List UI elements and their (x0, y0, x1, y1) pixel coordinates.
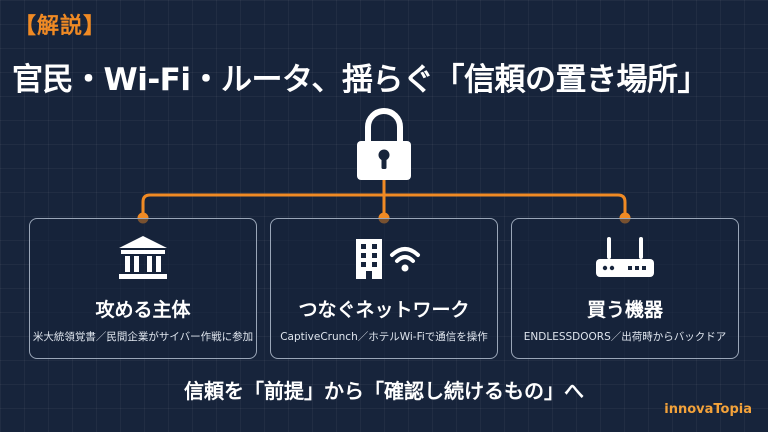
card-networks: つなぐネットワーク CaptiveCrunch／ホテルWi-Fiで通信を操作 (270, 218, 498, 359)
headline: 官民・Wi-Fi・ルータ、揺らぐ「信頼の置き場所」 (12, 62, 709, 98)
brand-logo: innovaTopia (664, 402, 752, 417)
card-description: CaptiveCrunch／ホテルWi-Fiで通信を操作 (280, 331, 488, 343)
card-description: 米大統領覚書／民間企業がサイバー作戦に参加 (32, 331, 254, 343)
summary-line: 信頼を「前提」から「確認し続けるもの」へ (184, 379, 584, 403)
connector-lines (137, 180, 631, 224)
card-description: ENDLESSDOORS／出荷時からバックドア (523, 331, 727, 343)
card-devices: 買う機器 ENDLESSDOORS／出荷時からバックドア (511, 218, 739, 359)
card-attackers: 攻める主体 米大統領覚書／民間企業がサイバー作戦に参加 (29, 218, 257, 359)
lock-icon (357, 108, 411, 180)
card-title: 攻める主体 (95, 299, 191, 321)
bank-building-icon (30, 233, 256, 281)
router-icon (512, 233, 738, 281)
section-tag: 【解説】 (14, 14, 107, 39)
building-wifi-icon (271, 233, 497, 281)
card-title: つなぐネットワーク (298, 299, 470, 321)
card-title: 買う機器 (586, 299, 663, 321)
